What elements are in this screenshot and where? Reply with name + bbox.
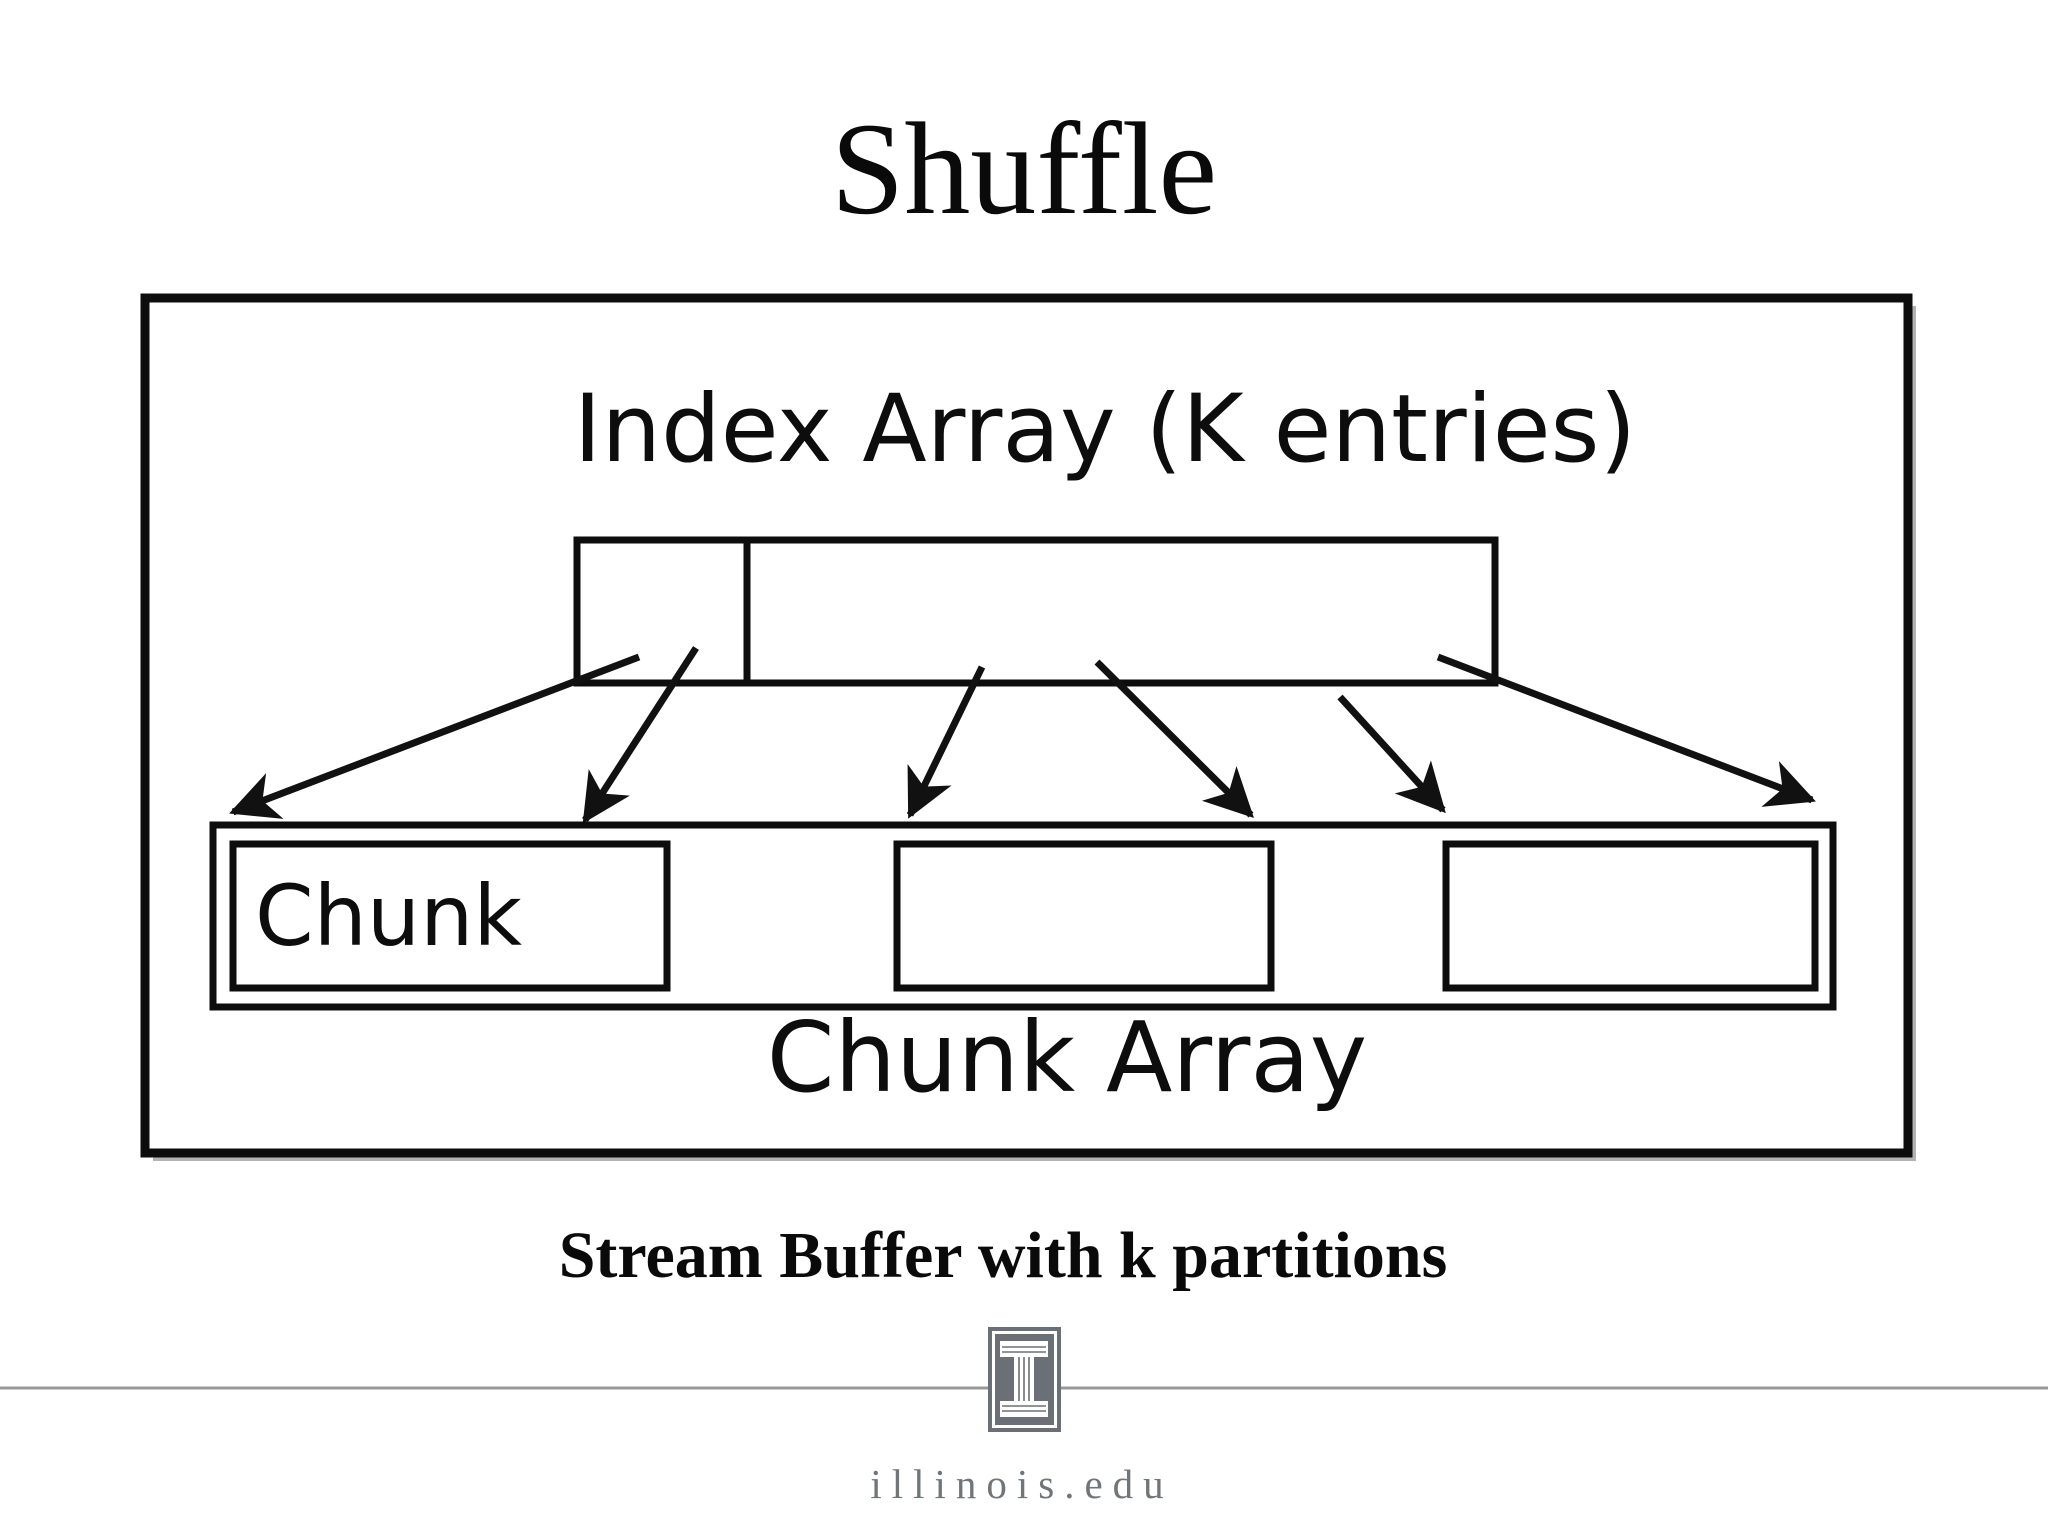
chunk-label: Chunk — [255, 867, 523, 965]
slide-title: Shuffle — [830, 95, 1218, 242]
chunk-slot-1 — [229, 840, 671, 992]
index-array-box — [573, 536, 1499, 687]
chunk-slot-3 — [1442, 840, 1819, 992]
arrow-4 — [1094, 659, 1254, 818]
index-to-chunk-arrows — [229, 646, 1816, 824]
chunk-array-label: Chunk Array — [766, 1001, 1368, 1114]
chunk-slot-2 — [893, 840, 1275, 992]
arrow-5 — [1337, 694, 1446, 814]
arrow-3 — [906, 665, 986, 819]
chunk-array-box — [209, 821, 1837, 1011]
arrow-6 — [1436, 653, 1816, 807]
arrow-1 — [229, 653, 641, 819]
index-array-label: Index Array (K entries) — [573, 375, 1637, 484]
footer-site-text: illinois.edu — [870, 1461, 1174, 1507]
slide-caption: Stream Buffer with k partitions — [558, 1219, 1448, 1292]
illinois-logo-icon — [988, 1327, 1061, 1432]
arrow-2 — [582, 646, 699, 824]
